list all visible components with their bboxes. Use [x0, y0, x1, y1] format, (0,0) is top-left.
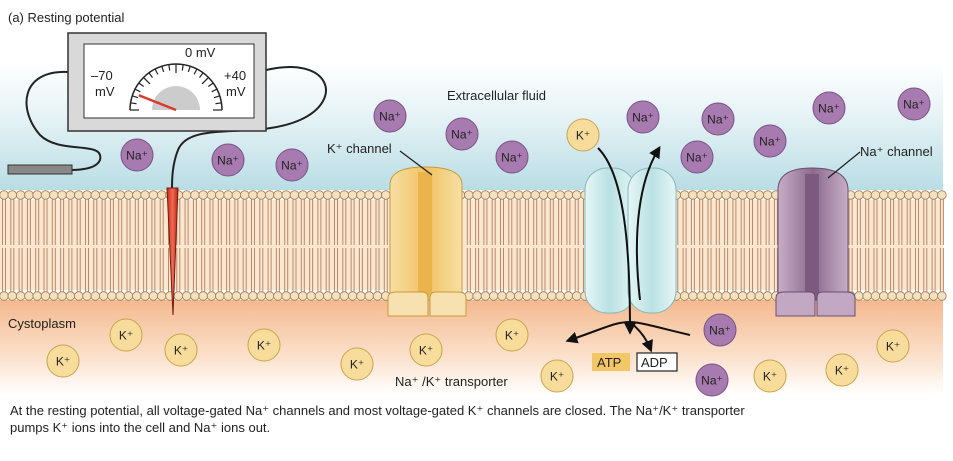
na-ion-label: Na⁺ — [903, 98, 925, 112]
k-ion: K⁺ — [340, 347, 374, 381]
k-ion: K⁺ — [109, 318, 143, 352]
meter-needle — [138, 94, 177, 112]
na-ion-label: Na⁺ — [632, 111, 654, 125]
ions: Na⁺ Na⁺ Na⁺ Na⁺ Na⁺ Na⁺ Na⁺ Na⁺ Na⁺ Na⁺ Na⁺ Na⁺ Na⁺ N… — [46, 87, 931, 397]
na-channel-label: Na⁺ channel — [860, 144, 933, 159]
voltmeter: 0 mV –70 mV +40 mV — [67, 32, 267, 132]
na-ion: Na⁺ — [211, 143, 245, 177]
k-ion-label: K⁺ — [763, 370, 777, 384]
k-import-arrow — [597, 147, 636, 335]
k-ion-label: K⁺ — [174, 344, 188, 358]
k-ion: K⁺ — [540, 359, 574, 393]
meter-max-unit: mV — [226, 84, 246, 99]
k-channel — [387, 166, 467, 317]
caption-line-2: pumps K⁺ ions into the cell and Na⁺ ions… — [10, 420, 271, 435]
meter-wire-left — [25, 70, 102, 171]
extracellular-label: Extracellular fluid — [447, 88, 546, 103]
k-ion: K⁺ — [247, 328, 281, 362]
na-export-arrow — [635, 145, 661, 301]
na-ion: Na⁺ — [897, 87, 931, 121]
na-ion: Na⁺ — [373, 99, 407, 133]
k-ion: K⁺ — [753, 359, 787, 393]
adp-label: ADP — [641, 355, 668, 370]
k-ion-label: K⁺ — [505, 329, 519, 343]
na-ion: Na⁺ — [753, 124, 787, 158]
na-ion: Na⁺ — [445, 117, 479, 151]
na-k-transporter — [584, 167, 677, 314]
atp-box — [592, 353, 630, 371]
na-channel-pointer — [827, 151, 861, 179]
k-ion: K⁺ — [46, 344, 80, 378]
meter-max-value: +40 — [224, 68, 246, 83]
k-ion-label: K⁺ — [835, 364, 849, 378]
reference-probe — [7, 164, 73, 175]
na-ion-label: Na⁺ — [451, 128, 473, 142]
na-ion-label: Na⁺ — [818, 102, 840, 116]
k-ion-label: K⁺ — [257, 339, 271, 353]
adp-arrow — [629, 321, 653, 353]
k-ion: K⁺ — [825, 353, 859, 387]
caption-line-1: At the resting potential, all voltage-ga… — [10, 403, 745, 418]
na-ion: Na⁺ — [812, 91, 846, 125]
na-ion-label: Na⁺ — [126, 149, 148, 163]
na-ion-label: Na⁺ — [701, 374, 723, 388]
k-ion-label: K⁺ — [886, 340, 900, 354]
na-ion: Na⁺ — [120, 138, 154, 172]
transporter-label: Na⁺ /K⁺ transporter — [395, 374, 508, 389]
meter-dial-ticks — [130, 64, 222, 111]
na-ion: Na⁺ — [701, 102, 735, 136]
meter-zero-label: 0 mV — [185, 45, 216, 60]
na-ion-label: Na⁺ — [379, 110, 401, 124]
na-ion: Na⁺ — [275, 148, 309, 182]
k-ion: K⁺ — [409, 333, 443, 367]
caption: At the resting potential, all voltage-ga… — [10, 402, 945, 436]
k-ion: K⁺ — [164, 333, 198, 367]
k-ion-label: K⁺ — [550, 370, 564, 384]
na-ion-label: Na⁺ — [759, 135, 781, 149]
na-channel — [775, 167, 856, 317]
meter-min-unit: mV — [95, 84, 115, 99]
atp-label: ATP — [597, 355, 621, 370]
k-ion-label: K⁺ — [419, 344, 433, 358]
k-ion-label: K⁺ — [576, 129, 590, 143]
k-ion: K⁺ — [876, 329, 910, 363]
na-ion-label: Na⁺ — [281, 159, 303, 173]
recording-electrode — [166, 187, 179, 316]
na-ion: Na⁺ — [695, 363, 729, 397]
k-channel-label: K⁺ channel — [327, 141, 392, 156]
na-ion: Na⁺ — [495, 140, 529, 174]
cytoplasm-label: Cystoplasm — [8, 316, 76, 331]
k-ion-label: K⁺ — [119, 329, 133, 343]
meter-min-value: –70 — [91, 68, 113, 83]
k-channel-pointer — [399, 150, 433, 176]
k-ion: K⁺ — [495, 318, 529, 352]
na-ion-label: Na⁺ — [709, 324, 731, 338]
na-ion-label: Na⁺ — [707, 113, 729, 127]
na-ion-label: Na⁺ — [501, 151, 523, 165]
na-ion: Na⁺ — [626, 100, 660, 134]
k-ion-label: K⁺ — [56, 355, 70, 369]
k-ion: K⁺ — [566, 118, 600, 152]
na-ion: Na⁺ — [703, 313, 737, 347]
na-ion: Na⁺ — [680, 140, 714, 174]
na-ion-label: Na⁺ — [217, 154, 239, 168]
na-ion-label: Na⁺ — [686, 151, 708, 165]
figure-title: (a) Resting potential — [8, 10, 124, 25]
adp-box — [636, 352, 678, 372]
k-ion-label: K⁺ — [350, 358, 364, 372]
